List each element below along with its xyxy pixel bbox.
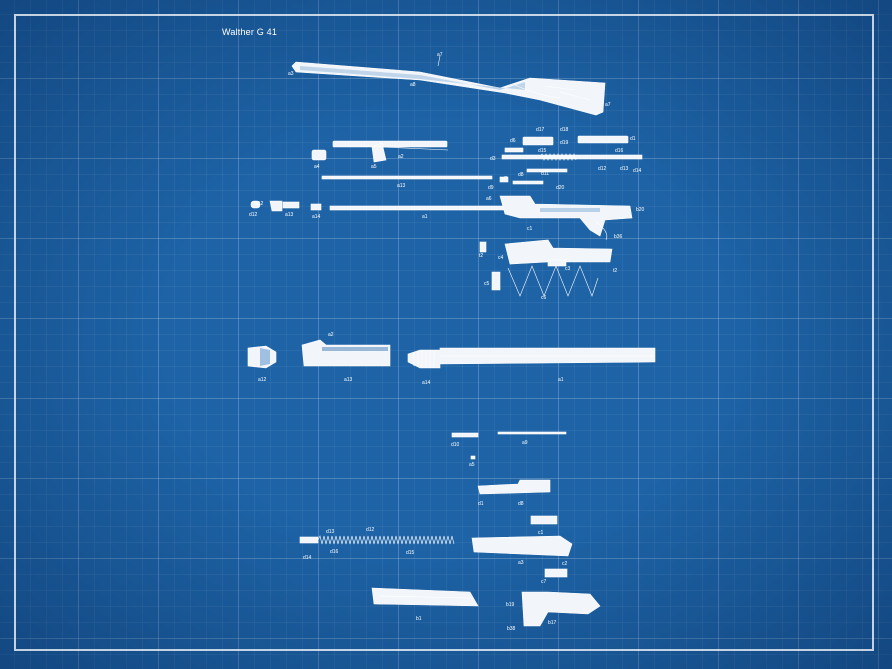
small-parts	[371, 431, 601, 627]
label-low-b38: b38	[507, 626, 516, 632]
label-mid-a13: a13	[344, 377, 353, 383]
label-mid-a12: a12	[258, 377, 267, 383]
label-r2-d16: d16	[615, 148, 624, 154]
label-low-d16: d16	[330, 549, 339, 555]
label-stock-mid: a8	[410, 82, 416, 88]
label-r3-c1: c1	[527, 226, 533, 232]
label-r2-d6: d6	[510, 138, 516, 144]
label-r2-d20: d20	[556, 185, 565, 191]
recoil-spring	[299, 535, 455, 545]
label-r3-d12: d12	[249, 212, 258, 218]
label-r2-d14: d14	[633, 168, 642, 174]
label-stock-butt: a7	[605, 102, 611, 108]
label-r2-d3: d3	[490, 156, 496, 162]
barreled-action	[250, 195, 633, 241]
label-low-c1: c1	[538, 530, 544, 536]
label-r3-t2b: t2	[613, 268, 617, 274]
label-r3-b36: b36	[614, 234, 623, 240]
label-r3-a14: a14	[312, 214, 321, 220]
label-mid-a2: a2	[328, 332, 334, 338]
label-r3-a13: a13	[285, 212, 294, 218]
label-low-b17: b17	[548, 620, 557, 626]
label-r2-a4: a4	[314, 164, 320, 170]
label-r2-d1: d1	[630, 136, 636, 142]
label-r3-a1: a1	[422, 214, 428, 220]
label-r2-a13: a13	[397, 183, 406, 189]
label-r2-d11: d11	[541, 171, 549, 177]
label-r2-d13: d13	[620, 166, 629, 172]
label-r2-a5: a5	[371, 164, 377, 170]
label-stock-left: a3	[288, 71, 294, 77]
magazine-assembly	[479, 239, 613, 297]
label-low-d10: d10	[451, 442, 460, 448]
label-low-d14: d14	[303, 555, 312, 561]
label-r3-c5: c5	[484, 281, 490, 287]
label-mid-a1: a1	[558, 377, 564, 383]
handguard-parts	[311, 140, 493, 180]
barrel-assembly	[247, 339, 656, 369]
label-r3-c6: c6	[541, 295, 547, 301]
label-low-d13: d13	[326, 529, 335, 535]
label-low-d1: d1	[478, 501, 484, 507]
label-low-b1: b1	[416, 616, 422, 622]
label-low-a9: a9	[522, 440, 528, 446]
label-r3-t2: t2	[479, 253, 483, 259]
label-low-a5: a5	[469, 462, 475, 468]
label-r2-d8: d8	[518, 172, 524, 178]
label-r2-a2: a2	[398, 154, 404, 160]
label-r3-c4: c4	[498, 255, 504, 261]
label-r3-c3: c3	[565, 266, 571, 272]
label-stock-top: a7	[437, 52, 443, 58]
label-low-c2: c2	[562, 561, 568, 567]
blueprint-frame	[14, 14, 874, 651]
label-low-d12: d12	[366, 527, 375, 533]
label-low-a3: a3	[518, 560, 524, 566]
label-low-b19: b19	[506, 602, 515, 608]
label-r2-d17: d17	[536, 127, 545, 133]
label-r2-d12: d12	[598, 166, 607, 172]
label-r2-d19: d19	[560, 140, 569, 146]
label-mid-a14: a14	[422, 380, 431, 386]
label-r3-a12: a12	[255, 201, 264, 207]
label-r2-d15: d15	[538, 148, 547, 154]
label-low-d15: d15	[406, 550, 415, 556]
label-r2-d9: d9	[488, 185, 494, 191]
blueprint-title: Walther G 41	[222, 27, 278, 37]
label-r2-d18: d18	[560, 127, 569, 133]
bolt-group-parts	[499, 135, 643, 185]
label-r3-b20: b20	[636, 207, 645, 213]
rifle-stock	[291, 61, 606, 116]
label-r2-d2: d2	[502, 176, 508, 182]
label-r3-a6: a6	[486, 196, 492, 202]
label-low-d8: d8	[518, 501, 524, 507]
label-low-c7: c7	[541, 579, 547, 585]
